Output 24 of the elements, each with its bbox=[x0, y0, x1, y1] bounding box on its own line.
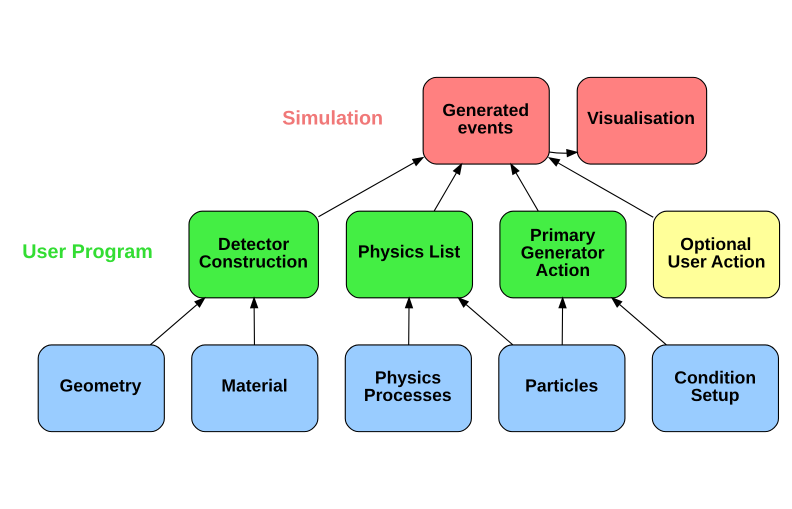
arrow bbox=[404, 296, 414, 345]
label: Simulation bbox=[282, 107, 384, 130]
node-box: Detector Construction bbox=[188, 210, 319, 298]
node-box: Optional User Action bbox=[652, 210, 780, 298]
label: User Program bbox=[22, 241, 153, 264]
arrow bbox=[457, 296, 514, 346]
node-box: Material bbox=[191, 344, 318, 432]
arrow bbox=[434, 162, 462, 212]
node-box: Physics Processes bbox=[344, 344, 472, 432]
node-box: Geometry bbox=[38, 344, 165, 432]
node-box: Primary Generator Action bbox=[499, 210, 627, 298]
arrow bbox=[510, 162, 539, 212]
node-box: Generated events bbox=[422, 76, 550, 165]
arrow bbox=[250, 296, 258, 345]
arrow bbox=[558, 296, 567, 345]
arrow bbox=[318, 156, 424, 218]
node-box: Particles bbox=[498, 344, 626, 432]
arrow bbox=[548, 157, 654, 218]
arrow bbox=[150, 296, 206, 346]
node-box: Visualisation bbox=[576, 76, 708, 165]
arrow bbox=[549, 148, 579, 158]
node-box: Physics List bbox=[346, 210, 474, 298]
node-box: Condition Setup bbox=[652, 344, 780, 432]
arrow bbox=[610, 296, 667, 346]
